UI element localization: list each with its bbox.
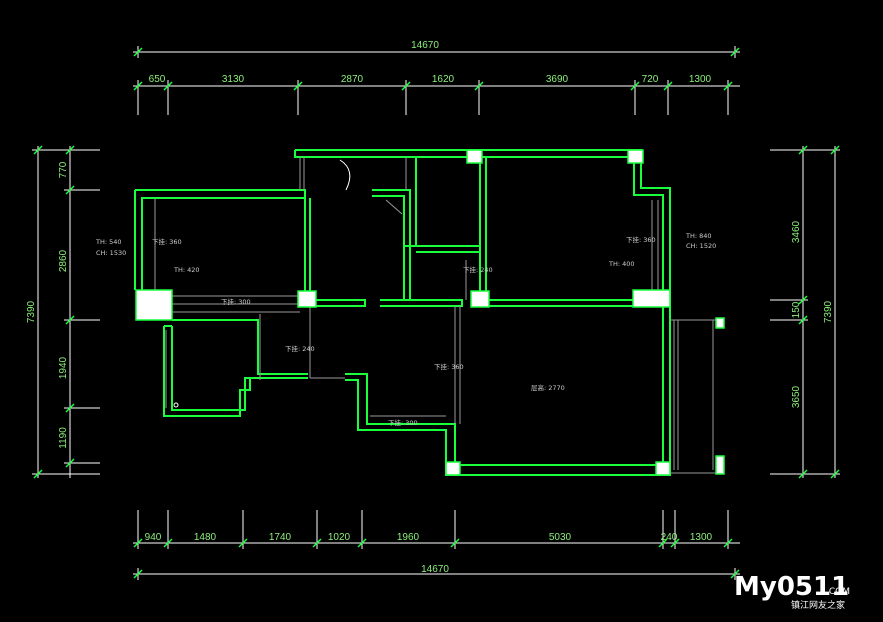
top-dim-4: 1620 <box>432 74 455 85</box>
drain-icon <box>173 402 179 408</box>
site-watermark: My0511 .COM 镇江网友之家 <box>734 572 850 611</box>
top-dim-3: 2870 <box>341 74 364 85</box>
living-beam-note: 下挂: 360 <box>434 362 464 371</box>
room-left-th-note: TH: 540 <box>95 238 122 246</box>
left-dim-1: 770 <box>58 161 69 178</box>
top-total-dimension: 14670 <box>411 40 439 51</box>
right-total-dimension: 7390 <box>823 300 834 323</box>
top-dim-5: 3690 <box>546 74 569 85</box>
bottom-dim-1: 940 <box>145 532 162 543</box>
structural-columns <box>135 149 725 476</box>
room-left-ch-note: CH: 1530 <box>96 249 126 257</box>
center-beam-note: 下挂: 240 <box>463 265 493 274</box>
room-left-drop-note: 下挂: 360 <box>152 237 182 246</box>
bottom-dim-2: 1480 <box>194 532 217 543</box>
thin-lines <box>154 157 720 474</box>
right-dim-3: 3650 <box>791 385 802 408</box>
left-total-dimension: 7390 <box>26 300 37 323</box>
living-height-note: 层高: 2770 <box>531 383 565 392</box>
top-dim-7: 1300 <box>689 74 712 85</box>
left-dim-2: 2860 <box>58 249 69 272</box>
right-dim-1: 3460 <box>791 220 802 243</box>
left-beam-note: 下挂: 300 <box>221 297 251 306</box>
bottom-total-dimension: 14670 <box>421 564 449 575</box>
watermark-logo: My0511 <box>734 572 849 602</box>
watermark-domain: .COM <box>826 587 850 597</box>
bottom-dim-6: 5030 <box>549 532 572 543</box>
room-right-drop-note: 下挂: 360 <box>626 235 656 244</box>
bottom-dim-7: 240 <box>661 532 678 543</box>
top-dim-6: 720 <box>642 74 659 85</box>
door-swing <box>339 159 351 191</box>
left-dim-4: 1190 <box>58 427 69 449</box>
right-dimension-chain <box>770 146 840 478</box>
bottom-dim-3: 1740 <box>269 532 292 543</box>
room-right-ch-note: CH: 1520 <box>686 242 716 250</box>
right-dim-2: 150 <box>791 301 802 318</box>
corridor-beam-note: 下挂: 240 <box>285 344 315 353</box>
left-dim-3: 1940 <box>58 356 69 379</box>
bottom-beam-note: 下挂: 300 <box>388 418 418 427</box>
bottom-dim-4: 1020 <box>328 532 351 543</box>
bottom-dim-5: 1960 <box>397 532 420 543</box>
room-left-th2-note: TH: 420 <box>173 266 200 274</box>
watermark-subtitle: 镇江网友之家 <box>791 599 845 611</box>
top-dim-1: 650 <box>149 74 166 85</box>
top-dim-2: 3130 <box>222 74 245 85</box>
room-right-th-note: TH: 840 <box>685 232 712 240</box>
room-right-th2-note: TH: 400 <box>608 260 635 268</box>
bottom-dim-8: 1300 <box>690 532 713 543</box>
